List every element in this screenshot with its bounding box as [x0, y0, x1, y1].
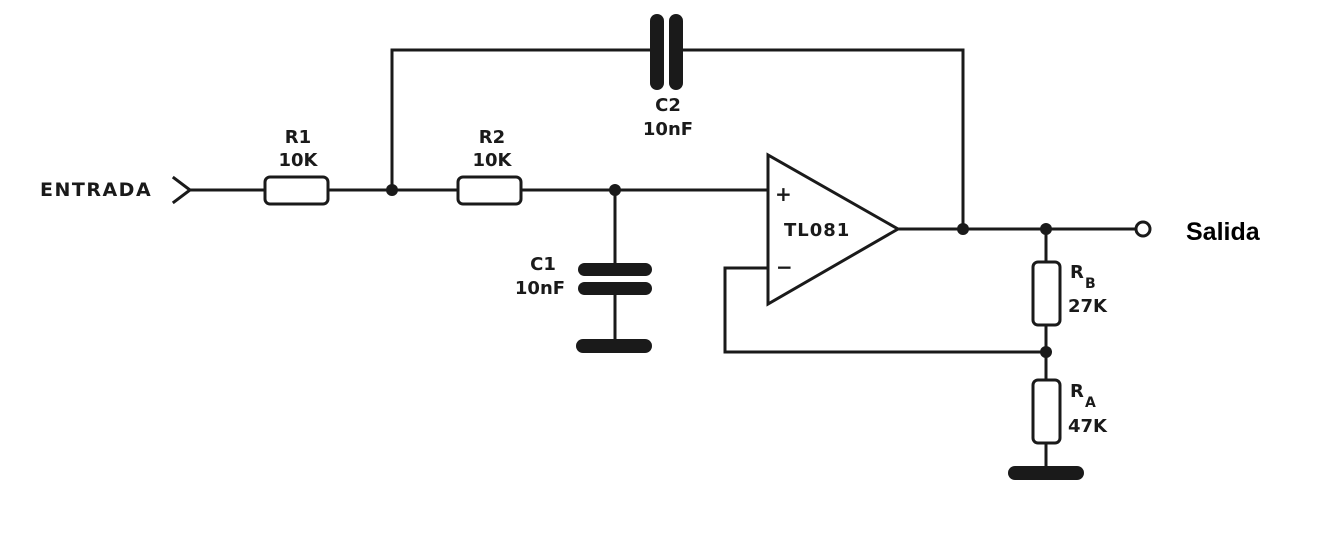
opamp-minus: − — [776, 255, 793, 279]
ra-value: 47K — [1068, 416, 1108, 437]
resistor-ra: R A 47K — [1031, 378, 1108, 445]
resistor-r1: R1 10K — [263, 127, 330, 206]
ground-icon — [1008, 466, 1084, 480]
opamp-tl081: + − TL081 — [766, 152, 902, 307]
r2-name: R2 — [479, 127, 505, 148]
rb-subscript: B — [1085, 276, 1096, 292]
ra-subscript: A — [1085, 395, 1096, 411]
opamp-plus: + — [775, 182, 792, 206]
junction-node — [957, 223, 969, 235]
resistor-rb: R B 27K — [1031, 260, 1108, 327]
r2-value: 10K — [473, 150, 513, 171]
input-arrow-icon — [171, 175, 193, 205]
resistor-r2: R2 10K — [456, 127, 523, 206]
rb-name: R — [1070, 262, 1084, 283]
r1-name: R1 — [285, 127, 311, 148]
rb-value: 27K — [1068, 296, 1108, 317]
r1-value: 10K — [279, 150, 319, 171]
ra-name: R — [1070, 381, 1084, 402]
c2-name: C2 — [655, 95, 681, 116]
input-label: ENTRADA — [40, 179, 152, 201]
c1-name: C1 — [530, 254, 556, 275]
capacitor-c1: C1 10nF — [515, 254, 652, 299]
opamp-name: TL081 — [784, 220, 850, 241]
output-terminal-icon — [1134, 220, 1152, 238]
c1-value: 10nF — [515, 278, 565, 299]
ground-icon — [576, 339, 652, 353]
output-label: Salida — [1186, 218, 1261, 246]
capacitor-c2: C2 10nF — [643, 14, 693, 140]
c2-value: 10nF — [643, 119, 693, 140]
